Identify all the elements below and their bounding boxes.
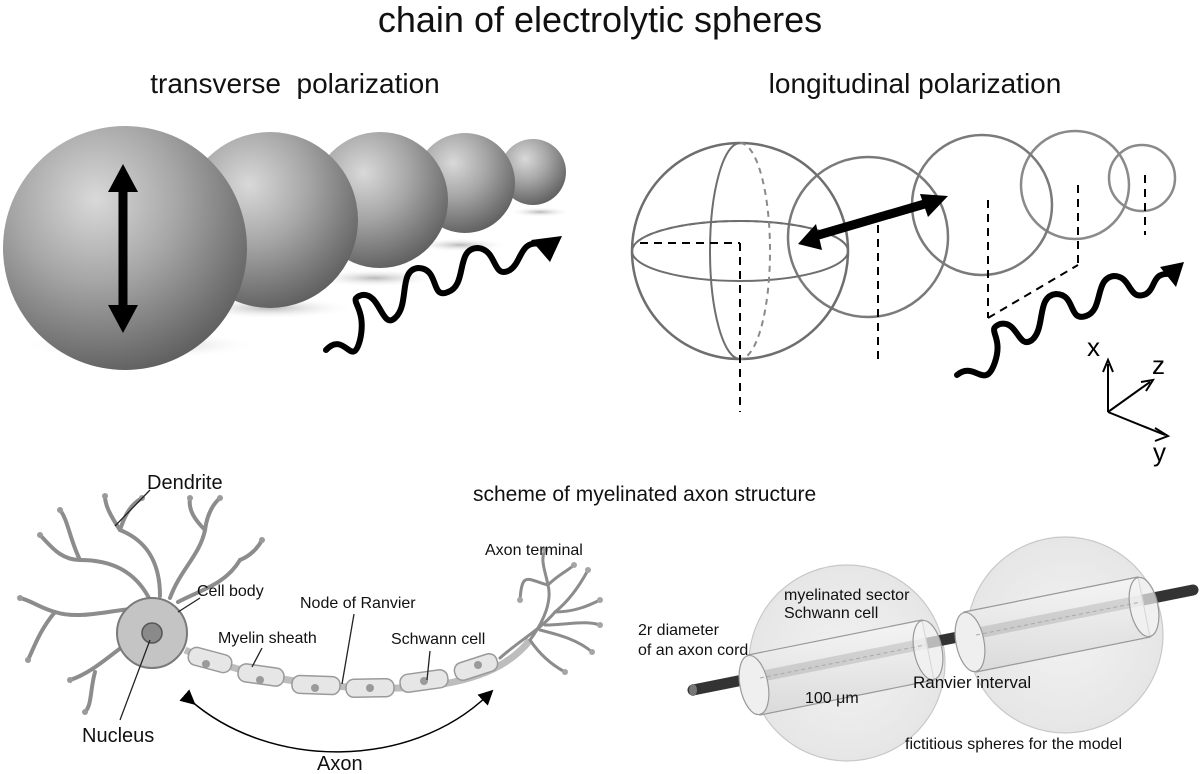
main-title: chain of electrolytic spheres (378, 0, 822, 40)
longitudinal-polarization-arrow (798, 194, 948, 250)
axon-scheme-title: scheme of myelinated axon structure (473, 483, 816, 506)
myelin-cylinder-1 (738, 619, 944, 716)
meridian-front (709, 142, 741, 360)
label-diameter-line1: 2r diameter (638, 622, 720, 639)
longitudinal-panel (630, 129, 1184, 442)
label-nucleus: Nucleus (82, 725, 154, 747)
label-dendrite: Dendrite (147, 472, 223, 494)
transverse-polarization-arrow (108, 164, 138, 333)
axis-z-label: z (1152, 350, 1165, 380)
sphere-5 (500, 139, 566, 205)
ring-4 (1019, 129, 1131, 241)
longitudinal-title: longitudinal polarization (769, 68, 1062, 99)
axon-terminals (498, 548, 602, 674)
axis-dashes (640, 175, 1146, 412)
label-schwann-cell: Schwann cell (391, 631, 485, 648)
wave-arrow (323, 236, 562, 355)
wave-arrow-2 (954, 262, 1184, 379)
transverse-title: transverse polarization (150, 68, 439, 99)
label-node-of-ranvier: Node of Ranvier (300, 595, 416, 612)
label-length: 100 μm (805, 690, 859, 707)
neuron-illustration (17, 489, 603, 753)
ring-5 (1107, 143, 1177, 213)
transverse-panel (3, 126, 572, 370)
label-schwann-cell-scheme: Schwann cell (784, 605, 878, 622)
terminal-buttons (517, 547, 603, 675)
axis-x-label: x (1087, 332, 1100, 362)
dendrites (18, 494, 264, 714)
axon-span-arrow (179, 689, 494, 753)
leader-lines (114, 489, 431, 721)
nucleus (141, 622, 163, 644)
cord-end-cap (689, 684, 697, 696)
myelin-cylinder-2 (954, 576, 1160, 673)
label-axon-terminal: Axon terminal (485, 542, 583, 559)
axon-scheme (687, 536, 1199, 762)
meridian-back (739, 142, 771, 360)
coordinate-axes (1102, 357, 1171, 442)
axis-y-label: y (1153, 437, 1166, 467)
label-myelin-sheath: Myelin sheath (218, 630, 317, 647)
label-axon: Axon (317, 753, 363, 774)
label-fictitious-spheres: fictitious spheres for the model (905, 736, 1122, 753)
label-cell-body: Cell body (197, 583, 264, 600)
ring-2 (786, 155, 950, 319)
label-diameter-line2: of an axon cord (638, 642, 748, 659)
label-myelinated-sector: myelinated sector (784, 587, 910, 604)
sphere-shadow (508, 207, 572, 217)
label-ranvier-interval: Ranvier interval (913, 673, 1031, 692)
